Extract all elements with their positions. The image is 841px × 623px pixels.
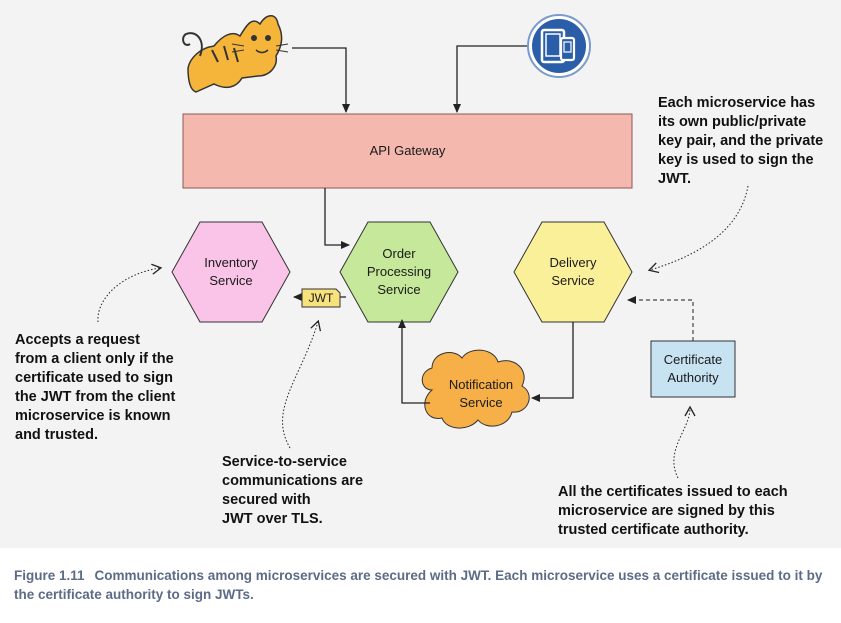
delivery-hexagon bbox=[513, 221, 633, 323]
delivery-to-notification-arrow bbox=[531, 322, 574, 402]
keypair-annotation: Each microservice has its own public/pri… bbox=[658, 95, 824, 187]
api-gateway-box bbox=[182, 113, 633, 189]
certificate-authority-box bbox=[650, 340, 736, 398]
notification-service-label: Notification Service bbox=[448, 377, 514, 410]
certificates-annotation: All the certificates issued to each micr… bbox=[558, 484, 788, 538]
notification-cloud bbox=[421, 349, 530, 429]
diagram-canvas bbox=[97, 14, 749, 479]
mobile-client-to-gateway-arrow bbox=[453, 45, 527, 113]
accepts-callout-arrow bbox=[97, 263, 163, 323]
api-gateway-label: API Gateway bbox=[369, 143, 446, 158]
order-hexagon bbox=[339, 221, 459, 323]
ca-to-delivery-arrow bbox=[627, 296, 694, 341]
caption-text: Communications among microservices are s… bbox=[14, 568, 823, 602]
certificate-authority-label: Certificate Authority bbox=[663, 352, 723, 385]
web-client-to-gateway-arrow bbox=[292, 47, 350, 113]
delivery-service-label: Delivery Service bbox=[549, 255, 597, 288]
service-to-service-annotation: Service-to-service communications are se… bbox=[222, 454, 364, 527]
inventory-service-label: Inventory Service bbox=[204, 255, 258, 288]
jwt-label: JWT bbox=[308, 291, 334, 305]
ca-callout-arrow bbox=[673, 405, 696, 479]
jwt-token bbox=[301, 288, 341, 308]
keypair-callout-arrow bbox=[647, 185, 749, 274]
gateway-to-order-arrow bbox=[324, 188, 350, 249]
accepts-annotation: Accepts a request from a client only if … bbox=[15, 332, 176, 443]
notification-to-order-arrow bbox=[398, 319, 430, 404]
order-processing-service-label: Order Processing Service bbox=[366, 246, 432, 297]
mobile-devices-icon bbox=[527, 14, 591, 78]
figure-number: Figure 1.11 bbox=[14, 568, 85, 583]
inventory-hexagon bbox=[171, 221, 291, 323]
jwt-callout-arrow bbox=[282, 319, 322, 449]
tomcat-cat-icon bbox=[182, 15, 289, 93]
